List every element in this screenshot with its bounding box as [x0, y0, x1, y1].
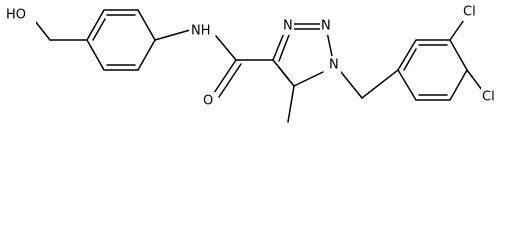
triazole-c5-c4-double	[277, 65, 290, 81]
label-bg	[201, 92, 215, 110]
atom-label-set: HO NH O N N N Cl Cl	[6, 3, 501, 110]
bond-set	[34, 9, 486, 123]
bond-carbonyl-o-1	[213, 59, 237, 94]
benzene-left-double-3	[92, 18, 106, 41]
label-bg	[327, 56, 341, 74]
label-bg	[462, 3, 482, 21]
label-bg	[282, 17, 294, 35]
bond-c5-methyl	[287, 85, 295, 123]
bond-o-ch2	[34, 20, 51, 41]
chloro-para-label: Cl	[463, 5, 476, 20]
bond-ch2-dichlorophenyl	[361, 69, 399, 99]
amide-nh-label: NH	[191, 24, 211, 39]
label-bg	[481, 88, 501, 106]
molecule-structure-diagram: HO NH O N N N Cl Cl	[6, 3, 501, 123]
benzene-ring-right	[397, 39, 468, 101]
triazole-c4-n3-double	[278, 34, 290, 62]
triazole-n2-label: N	[321, 19, 331, 34]
triazole-n1-c5	[293, 71, 324, 87]
triazole-n3-label: N	[283, 19, 293, 34]
label-bg	[320, 17, 332, 35]
bond-carbonyl-o-2	[218, 63, 242, 98]
bond-ring-nh	[154, 29, 191, 41]
triazole-n2-n1	[326, 31, 333, 57]
triazole-n1-label: N	[329, 58, 339, 73]
hydroxyl-label: HO	[6, 8, 26, 23]
benzene-right-double-3	[403, 48, 417, 71]
carbonyl-oxygen-label: O	[203, 94, 213, 109]
label-bg	[189, 22, 215, 40]
bond-nh-carbonyl	[215, 35, 237, 61]
label-bg	[6, 5, 36, 25]
chloro-meta-label: Cl	[482, 90, 495, 105]
benzene-ring-left	[86, 9, 156, 71]
bond-n1-ch2	[340, 71, 363, 99]
